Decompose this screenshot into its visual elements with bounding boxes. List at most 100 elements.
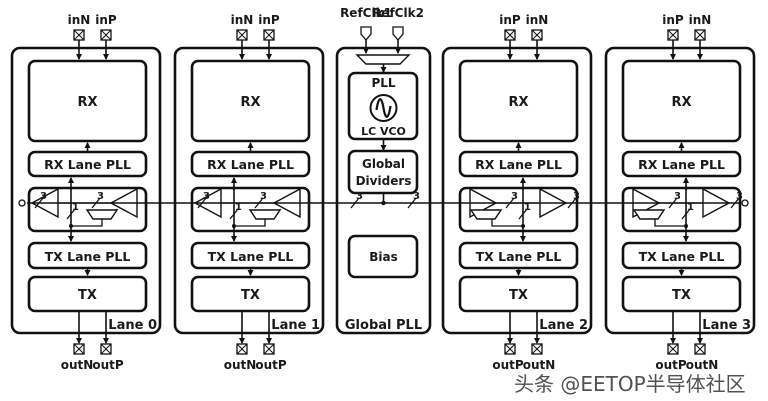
tx-label: TX xyxy=(672,288,691,303)
tx-label: TX xyxy=(509,288,528,303)
mux-trapezoid-icon xyxy=(85,209,119,220)
global-dividers-label-line2: Dividers xyxy=(356,174,412,188)
bus-width-marker: 1 xyxy=(229,202,242,220)
rx-block xyxy=(27,59,148,143)
mux-trapezoid-icon xyxy=(469,209,503,220)
tx-block xyxy=(458,275,579,313)
output-pin-label: outN xyxy=(61,358,94,372)
pad-cross-icon xyxy=(236,343,248,355)
rx-label: RX xyxy=(77,95,97,110)
sine-wave-oscillator-icon xyxy=(369,94,398,122)
input-pin-label: inN xyxy=(68,13,91,27)
global-dividers-label-line1: Global xyxy=(362,157,405,171)
input-pin-label: inP xyxy=(499,13,521,27)
bus-width-label: 3 xyxy=(40,191,47,202)
rx-lane-pll-label: RX Lane PLL xyxy=(207,157,294,172)
lane-label: Lane 0 xyxy=(108,318,157,333)
mux-trapezoid-icon xyxy=(248,209,282,220)
bus-width-label: 3 xyxy=(260,191,267,202)
bus-width-label: 1 xyxy=(687,202,694,213)
rx-lane-pll-label: RX Lane PLL xyxy=(638,157,725,172)
bus-width-marker: 1 xyxy=(66,202,79,220)
pad-cross-icon xyxy=(694,343,706,355)
rx-block xyxy=(458,59,579,143)
bus-width-label: 1 xyxy=(524,202,531,213)
bus-width-label: 3 xyxy=(674,191,681,202)
pad-cross-icon xyxy=(100,343,112,355)
input-pin-label: inP xyxy=(258,13,280,27)
lc-vco-label: LC VCO xyxy=(361,125,406,138)
tx-block xyxy=(190,275,311,313)
clock-input-pin-icon xyxy=(360,26,372,42)
rx-label: RX xyxy=(508,95,528,110)
lane-label: Lane 1 xyxy=(271,318,320,333)
rx-label: RX xyxy=(240,95,260,110)
lane-label: Lane 3 xyxy=(702,318,751,333)
output-pin-label: outN xyxy=(686,358,719,372)
tx-block xyxy=(27,275,148,313)
input-pin-label: inP xyxy=(662,13,684,27)
pad-cross-icon xyxy=(531,29,543,41)
output-pin-label: outN xyxy=(224,358,257,372)
input-pin-label: inN xyxy=(689,13,712,27)
tx-label: TX xyxy=(78,288,97,303)
rx-block xyxy=(190,59,311,143)
output-pin-label: outP xyxy=(92,358,124,372)
bias-label: Bias xyxy=(369,250,398,264)
bus-width-marker: 1 xyxy=(518,202,531,220)
pad-cross-icon xyxy=(236,29,248,41)
lane-label: Lane 2 xyxy=(539,318,588,333)
output-pin-label: outP xyxy=(655,358,687,372)
pad-cross-icon xyxy=(100,29,112,41)
bus-width-label: 3 xyxy=(736,191,743,202)
lane-0: RX RX Lane PLL TX Lane PLL TX Lane 0 1 inN inP o… xyxy=(10,13,162,372)
input-pin-label: inN xyxy=(231,13,254,27)
pad-cross-icon xyxy=(667,343,679,355)
rx-block xyxy=(621,59,742,143)
tx-lane-pll-label: TX Lane PLL xyxy=(476,249,562,264)
input-pin-label: inP xyxy=(95,13,117,27)
tx-lane-pll-label: TX Lane PLL xyxy=(639,249,725,264)
lane-3: RX RX Lane PLL TX Lane PLL TX Lane 3 1 inP inN o… xyxy=(604,13,756,372)
pll-label: PLL xyxy=(371,76,395,90)
watermark: 头条 @EETOP半导体社区 xyxy=(514,372,746,396)
clock-input-pin-icon xyxy=(392,26,404,42)
output-pin-label: outP xyxy=(255,358,287,372)
mux-out-wire xyxy=(234,219,266,227)
rx-label: RX xyxy=(671,95,691,110)
bus-terminal-right xyxy=(741,199,749,207)
bus-width-marker: 1 xyxy=(681,202,694,220)
bus-width-label: 1 xyxy=(72,202,79,213)
bus-width-label: 3 xyxy=(203,191,210,202)
bus-terminal-left xyxy=(18,199,26,207)
global-pll-label: Global PLL xyxy=(345,318,422,333)
tx-label: TX xyxy=(241,288,260,303)
mux-trapezoid-icon xyxy=(632,209,666,220)
mux-out-wire xyxy=(71,219,103,227)
mux-out-wire xyxy=(491,219,523,227)
bus-width-label: 3 xyxy=(511,191,518,202)
pad-cross-icon xyxy=(531,343,543,355)
bus-width-label: 3 xyxy=(573,191,580,202)
ref-clock-label: RefClk1 xyxy=(340,6,392,20)
bus-width-marker: 3 xyxy=(350,191,363,209)
tx-lane-pll-label: TX Lane PLL xyxy=(45,249,131,264)
mux-out-wire xyxy=(654,219,686,227)
rx-lane-pll-label: RX Lane PLL xyxy=(44,157,131,172)
ref-clock-label: RefClk2 xyxy=(372,6,424,20)
pad-cross-icon xyxy=(263,29,275,41)
ref-clock-mux-icon xyxy=(355,54,411,65)
bus-width-label: 3 xyxy=(356,191,363,202)
bias-block xyxy=(347,234,419,279)
bus-width-label: 3 xyxy=(97,191,104,202)
bus-width-label: 1 xyxy=(235,202,242,213)
pad-cross-icon xyxy=(263,343,275,355)
output-pin-label: outP xyxy=(492,358,524,372)
pad-cross-icon xyxy=(73,343,85,355)
pad-cross-icon xyxy=(504,29,516,41)
bus-width-marker: 3 xyxy=(407,191,420,209)
pad-cross-icon xyxy=(667,29,679,41)
tx-block xyxy=(621,275,742,313)
